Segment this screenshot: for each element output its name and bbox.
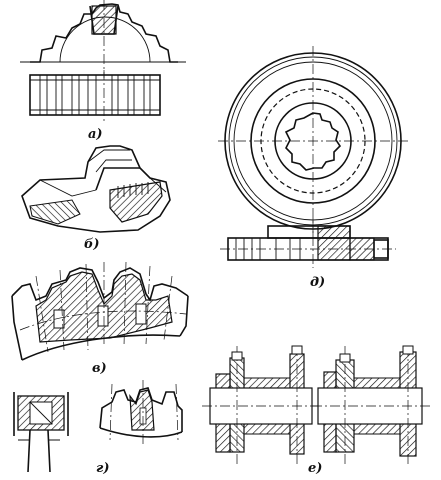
panel-e-label: е) [308,461,322,476]
panel-b-label: б) [84,237,100,252]
panel-g-label: г) [96,461,109,476]
panel-d-front-view [218,46,408,236]
panel-d-label: д) [310,275,325,290]
panel-v: в) [11,261,189,376]
panel-v-label: в) [92,361,107,376]
panel-b: б) [21,145,171,252]
panel-g-section [99,380,183,444]
panel-g-insert [13,392,69,473]
panel-e-right-assembly [312,345,430,464]
panel-a-rim-view [29,70,161,122]
panel-e-left-assembly [202,345,318,464]
panel-e: е) [202,345,430,476]
panel-a-label: а) [88,127,103,142]
panel-g: г) [13,380,183,476]
panel-a: а) [20,0,186,142]
panel-d: д) [218,46,408,290]
panel-d-half-section [220,218,396,268]
panel-a-gear-sector [20,0,186,78]
